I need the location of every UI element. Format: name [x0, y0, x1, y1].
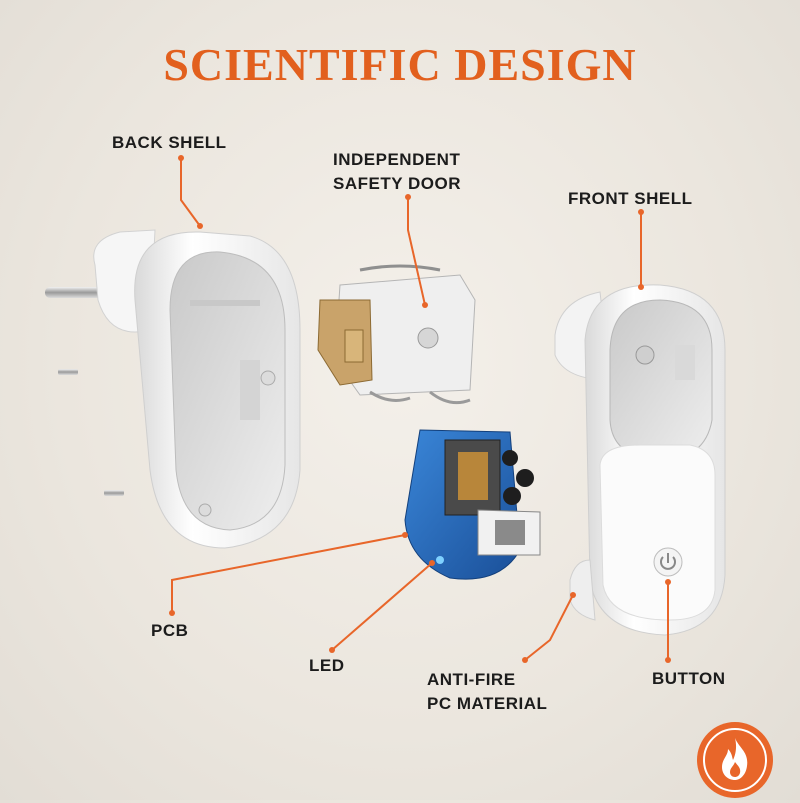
front-shell: [554, 284, 726, 636]
back-shell: [45, 229, 301, 549]
label-pcb: PCB: [151, 621, 189, 640]
fire-badge: [697, 722, 773, 798]
leader-lines: [171, 158, 669, 661]
label-safety-door: INDEPENDENT SAFETY DOOR: [333, 148, 461, 196]
label-button: BUTTON: [652, 669, 726, 688]
leader-dots: [169, 155, 671, 663]
label-anti-fire-line2: PC MATERIAL: [427, 694, 548, 713]
label-safety-door-line1: INDEPENDENT: [333, 150, 461, 169]
label-back-shell: BACK SHELL: [112, 133, 227, 152]
page-title: SCIENTIFIC DESIGN: [163, 39, 637, 90]
pcb-board: [404, 429, 541, 580]
fire-icon: [703, 728, 767, 792]
safety-door: [317, 264, 476, 405]
label-anti-fire: ANTI-FIRE PC MATERIAL: [427, 668, 547, 716]
label-led: LED: [309, 656, 345, 675]
label-anti-fire-line1: ANTI-FIRE: [427, 670, 516, 689]
label-front-shell: FRONT SHELL: [568, 189, 693, 208]
led-dot: [436, 556, 444, 564]
label-safety-door-line2: SAFETY DOOR: [333, 174, 461, 193]
power-icon: [660, 553, 676, 570]
